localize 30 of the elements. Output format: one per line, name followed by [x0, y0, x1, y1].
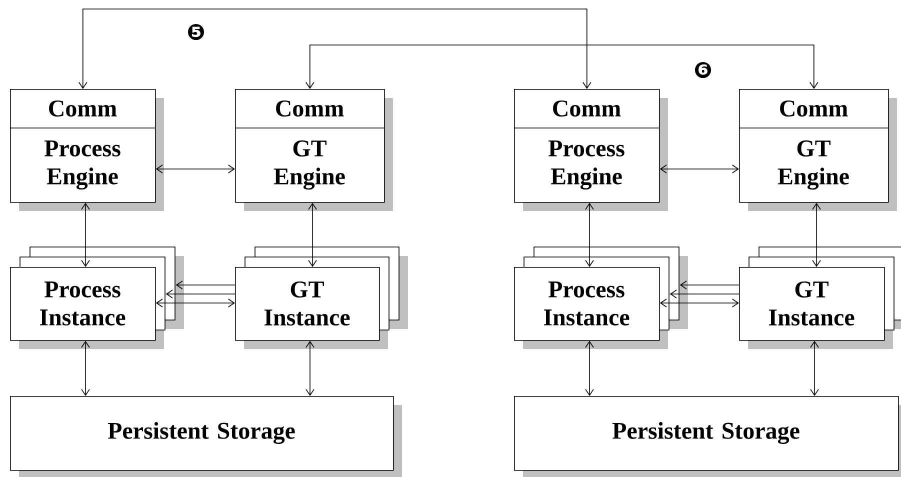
arrow — [810, 340, 819, 396]
stacked-box: GT Instance — [739, 246, 901, 349]
storage-box: Persistent Storage — [514, 396, 901, 477]
arrow — [78, 8, 592, 89]
stacked-box: Process Instance — [10, 246, 184, 349]
storage-box: Persistent Storage — [10, 396, 402, 477]
arrow — [81, 202, 90, 267]
arrow — [660, 164, 740, 174]
arrow — [670, 290, 740, 298]
callout-number: ❻ — [694, 62, 712, 78]
component-box: Comm GT Engine — [234, 89, 393, 211]
arrow — [812, 202, 821, 267]
arrow — [81, 340, 90, 396]
arrow — [308, 202, 317, 267]
arrow — [156, 298, 235, 308]
arrow — [166, 290, 236, 298]
stacked-box: GT Instance — [235, 246, 408, 349]
arrow — [585, 202, 594, 267]
callout-number: ❺ — [188, 24, 204, 40]
component-box: Comm Process Engine — [514, 89, 668, 211]
arrow — [306, 340, 314, 396]
arrow — [176, 280, 236, 290]
arrow — [680, 280, 740, 290]
arrow — [585, 340, 594, 396]
arrow — [660, 298, 740, 308]
component-box: Comm GT Engine — [738, 89, 897, 211]
arrow — [156, 164, 235, 174]
stacked-box: Process Instance — [514, 246, 688, 349]
component-box: Comm Process Engine — [10, 89, 164, 211]
arrow — [306, 44, 818, 89]
